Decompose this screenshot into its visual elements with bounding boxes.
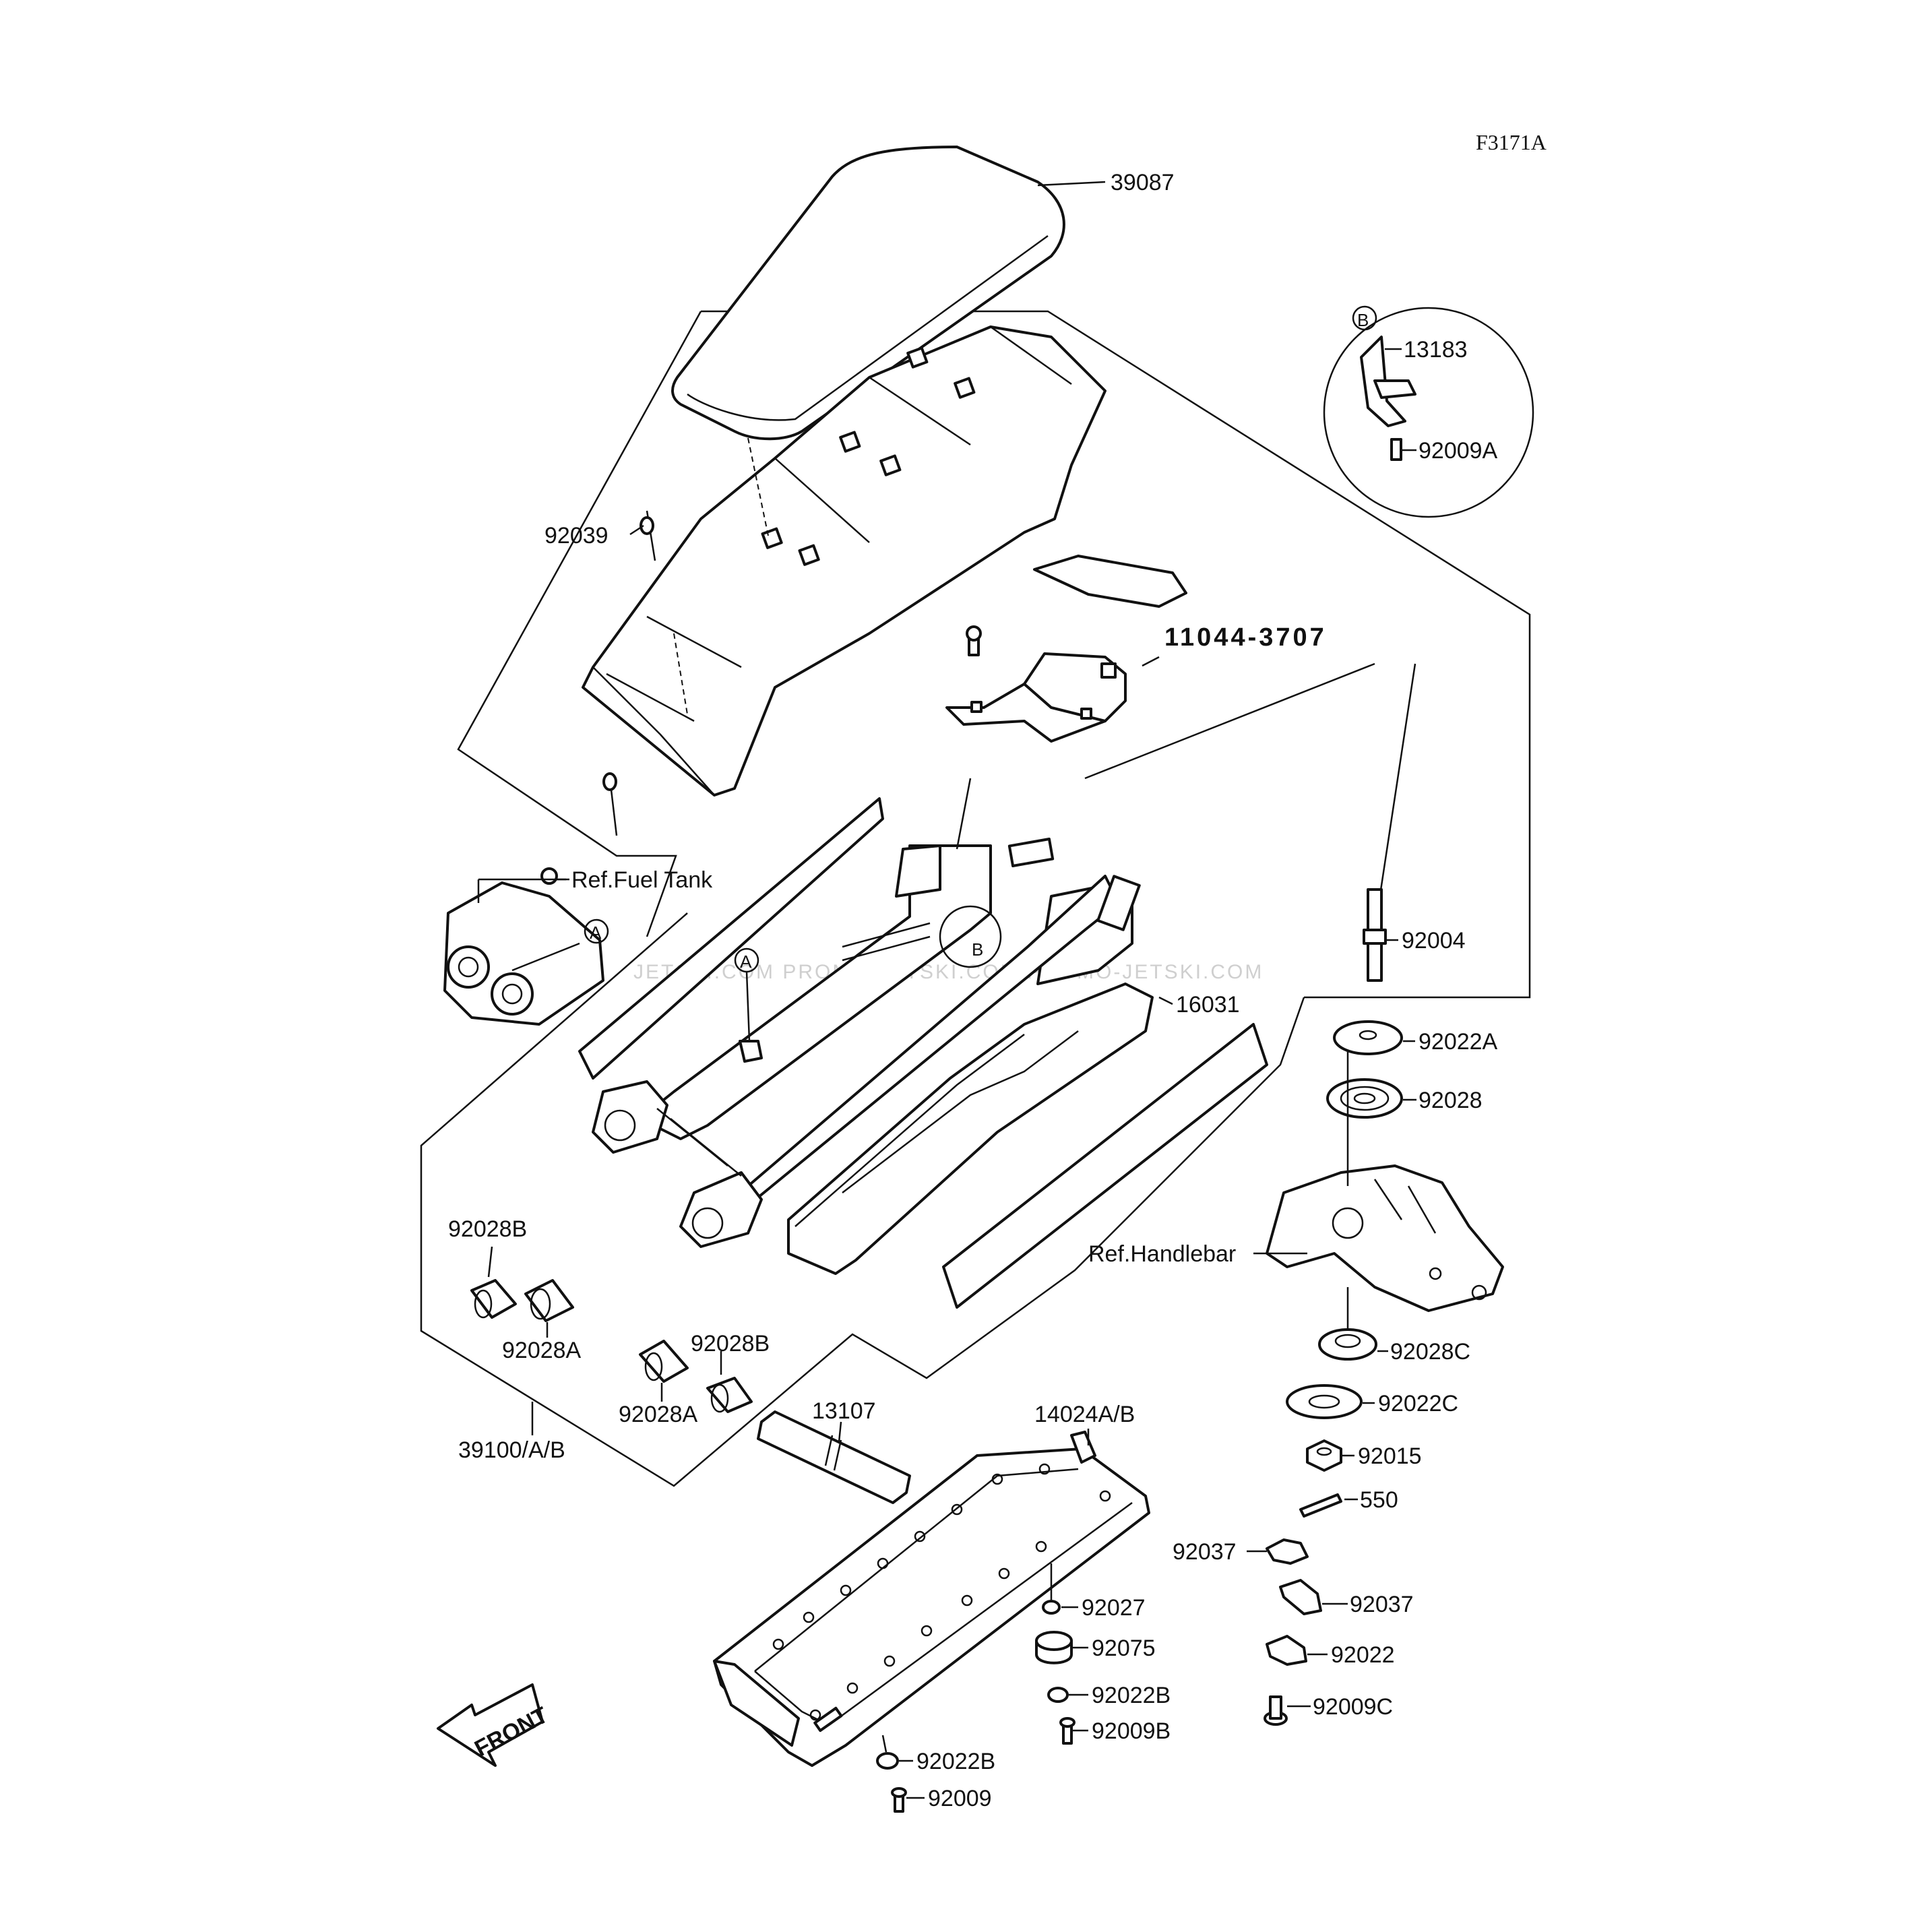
bolt-92009C [1264, 1695, 1288, 1726]
handle-group-outline [420, 912, 1305, 1487]
clip-92022 [1266, 1635, 1307, 1666]
label-92037-left: 92037 [1173, 1539, 1237, 1565]
label-92028A-mid: 92028A [619, 1402, 698, 1427]
rivet-lower [602, 772, 618, 836]
callout-a-block: A [590, 923, 602, 943]
bushing-92028A-mid [639, 1340, 689, 1383]
label-92009A: 92009A [1419, 438, 1498, 464]
watermark: JETSKI.COM PROMO-JETSKI.COM PROMO-JETSKI… [633, 961, 1264, 983]
rivet-upper [640, 510, 656, 561]
label-92028B-mid: 92028B [691, 1331, 770, 1357]
nut-92022B-mid [1047, 1687, 1069, 1703]
bushing-92028B-left [470, 1279, 517, 1319]
label-92075: 92075 [1092, 1635, 1156, 1661]
steering-plate [1266, 1164, 1504, 1312]
label-92022C: 92022C [1378, 1391, 1458, 1416]
nut-92015 [1306, 1439, 1342, 1472]
label-92009B: 92009B [1092, 1718, 1171, 1744]
figure-code: F3171A [1476, 130, 1547, 154]
seal-92028 [1326, 1078, 1403, 1119]
callout-b-inset: B [1357, 310, 1369, 330]
bushing-92028C [1318, 1328, 1377, 1361]
label-92027: 92027 [1082, 1595, 1146, 1621]
label-92015: 92015 [1358, 1443, 1422, 1469]
nut-92022B-low [876, 1752, 899, 1770]
bolt-92009B [1059, 1717, 1076, 1745]
right-trim-strip [942, 1023, 1268, 1309]
label-92028: 92028 [1419, 1088, 1483, 1113]
bushing-92028B-mid [706, 1377, 753, 1413]
clamp-92037-left [1266, 1538, 1309, 1565]
label-13183: 13183 [1404, 337, 1468, 363]
washer-92022A [1333, 1020, 1403, 1055]
label-92022A: 92022A [1419, 1029, 1498, 1055]
stud-bolt [1363, 888, 1387, 982]
bottom-frame [713, 1431, 1150, 1767]
label-550: 550 [1360, 1487, 1398, 1513]
label-ref-fuel-tank: Ref.Fuel Tank [571, 867, 713, 893]
latch-bracket [945, 555, 1187, 743]
handle-pole [592, 838, 1141, 1248]
label-92009: 92009 [928, 1786, 992, 1811]
label-39087: 39087 [1111, 170, 1175, 195]
label-92028C: 92028C [1390, 1339, 1470, 1365]
label-13107: 13107 [812, 1398, 876, 1424]
callout-a-pole: A [740, 952, 752, 972]
label-14024: 14024A/B [1034, 1402, 1135, 1427]
callout-b-pole: B [972, 939, 983, 960]
detail-inset-b: B [1323, 305, 1534, 518]
label-11044-3707: 11044-3707 [1164, 623, 1327, 652]
label-92039: 92039 [544, 523, 609, 549]
label-92009C: 92009C [1313, 1694, 1393, 1720]
front-arrow: FRONT [437, 1683, 553, 1767]
label-92022B-mid: 92022B [1092, 1683, 1171, 1708]
label-92022: 92022 [1331, 1642, 1395, 1668]
left-trim-strip [578, 797, 884, 1080]
seat-body [582, 325, 1107, 797]
fuel-tank-mount-block [443, 867, 604, 1026]
clamp-92037-right [1279, 1579, 1322, 1615]
label-16031: 16031 [1176, 992, 1240, 1018]
bolt-92009 [891, 1787, 907, 1813]
label-ref-handlebar: Ref.Handlebar [1088, 1241, 1236, 1267]
cotter-pin-550 [1299, 1493, 1342, 1518]
clip-a [739, 1040, 763, 1063]
washer-92022C [1286, 1384, 1363, 1419]
bushing-92028A-left [524, 1279, 574, 1322]
label-92004: 92004 [1402, 928, 1466, 954]
pipe-13107 [757, 1410, 911, 1504]
seat-cushion [671, 146, 1065, 441]
label-92028B-left: 92028B [448, 1216, 527, 1242]
handle-pad [787, 983, 1154, 1275]
nut-92027 [1042, 1600, 1061, 1615]
label-92028A-left: 92028A [502, 1338, 582, 1363]
grommet-92075 [1035, 1631, 1073, 1664]
label-39100: 39100/A/B [458, 1437, 565, 1463]
label-92037-right: 92037 [1350, 1592, 1414, 1617]
label-92022B-low: 92022B [916, 1749, 995, 1774]
